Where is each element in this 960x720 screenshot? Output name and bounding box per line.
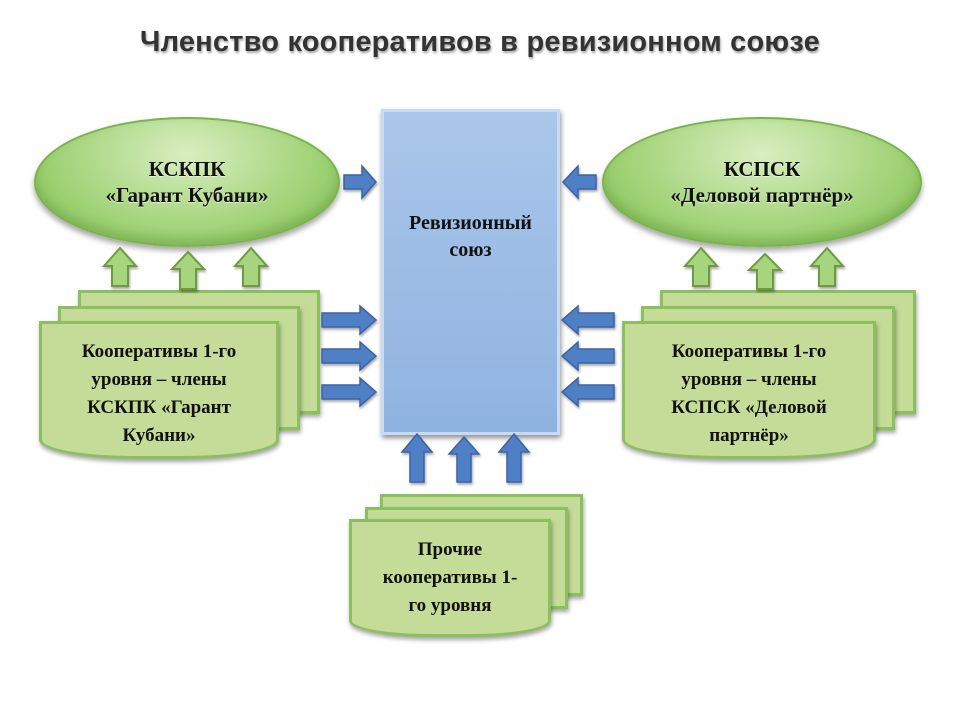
other-coops-line3: го уровня	[408, 595, 492, 616]
left-coops-arrow-1	[321, 304, 378, 336]
right-coops-arrow-1	[560, 304, 615, 336]
right-union-line2: «Деловой партнёр»	[670, 183, 854, 207]
page-title: Членство кооперативов в ревизионном союз…	[140, 26, 820, 58]
right-union-ellipse: КСПСК «Деловой партнёр»	[602, 117, 922, 247]
right-coops-arrow-2	[560, 340, 615, 372]
left-coops-front-page: Кооперативы 1-го уровня – члены КСКПК «Г…	[39, 321, 279, 459]
left-ellipse-to-union-arrow	[343, 164, 377, 200]
left-union-line1: КСКПК	[148, 157, 226, 181]
other-coops-line1: Прочие	[417, 539, 483, 560]
left-coops-line1: Кооперативы 1-го	[81, 341, 237, 362]
left-coops-arrow-2	[321, 340, 378, 372]
left-union-line2: «Гарант Кубани»	[105, 183, 269, 207]
right-union-line1: КСПСК	[723, 157, 801, 181]
left-union-ellipse: КСКПК «Гарант Кубани»	[34, 117, 340, 247]
revision-union-line2: союз	[449, 239, 492, 261]
other-coops-up-arrow-2	[447, 435, 481, 483]
revision-union-box: Ревизионный союз	[381, 109, 560, 435]
left-green-up-arrow-2	[169, 250, 207, 290]
left-green-up-arrow-3	[232, 246, 270, 287]
right-coops-line4: партнёр»	[709, 425, 789, 446]
other-coops-up-arrow-1	[400, 432, 434, 483]
other-coops-front-page: Прочие кооперативы 1- го уровня	[349, 519, 551, 637]
right-coops-arrow-3	[560, 376, 615, 408]
right-coops-line1: Кооперативы 1-го	[671, 341, 827, 362]
left-coops-arrow-3	[321, 376, 378, 408]
right-green-up-arrow-1	[682, 246, 720, 287]
revision-union-line1: Ревизионный	[409, 212, 532, 234]
left-coops-line2: уровня – члены	[91, 369, 227, 390]
right-green-up-arrow-3	[808, 246, 846, 287]
other-coops-up-arrow-3	[497, 432, 531, 483]
left-green-up-arrow-1	[101, 246, 139, 287]
right-ellipse-to-union-arrow	[561, 164, 597, 200]
left-coops-line3: КСКПК «Гарант	[87, 397, 231, 418]
other-coops-line2: кооперативы 1-	[382, 567, 518, 588]
right-coops-line2: уровня – члены	[681, 369, 817, 390]
left-coops-line4: Кубани»	[122, 425, 196, 446]
right-coops-front-page: Кооперативы 1-го уровня – члены КСПСК «Д…	[622, 321, 876, 459]
right-green-up-arrow-2	[746, 252, 784, 290]
right-coops-line3: КСПСК «Деловой	[671, 397, 827, 418]
